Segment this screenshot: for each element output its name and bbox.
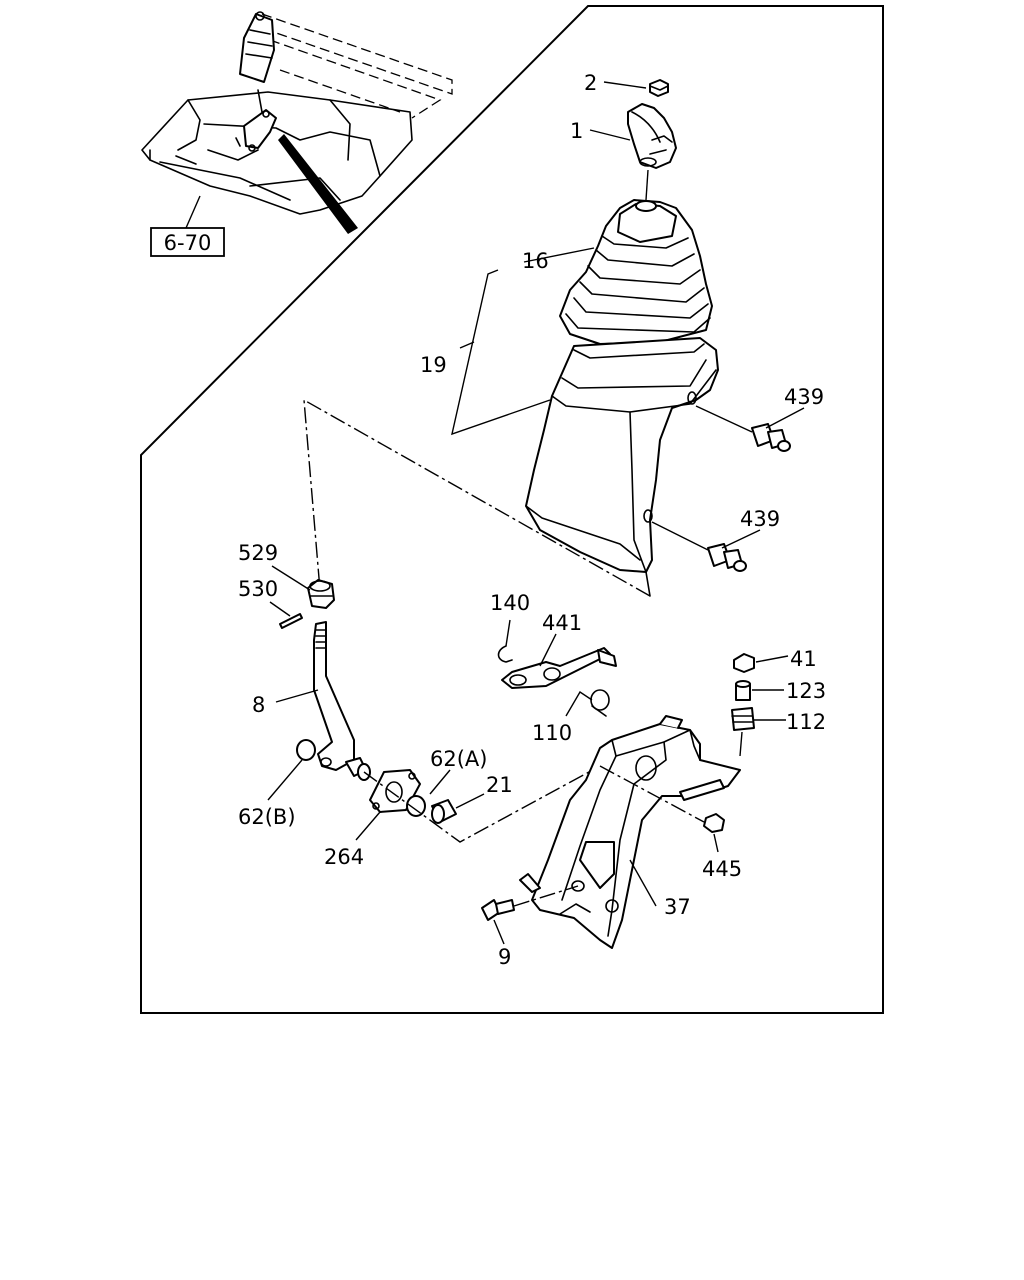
label-part-439-lower: 439 <box>740 507 780 531</box>
centerline <box>303 398 651 597</box>
spring-part-110 <box>590 689 610 717</box>
bracket-part-37 <box>519 715 741 949</box>
rubber-part-112 <box>731 707 755 731</box>
label-part-19: 19 <box>420 353 447 377</box>
shift-boot-part-16 <box>559 199 713 345</box>
label-part-9: 9 <box>498 945 511 969</box>
label-part-445: 445 <box>702 857 742 881</box>
shift-knob-part-1 <box>627 103 677 169</box>
label-part-2: 2 <box>584 71 597 95</box>
pin-part-530 <box>279 613 303 629</box>
label-part-8: 8 <box>252 693 265 717</box>
label-part-41: 41 <box>790 647 817 671</box>
pointer-wedge <box>278 134 358 234</box>
label-part-62b: 62(B) <box>238 805 296 829</box>
label-part-529: 529 <box>238 541 278 565</box>
cab-floor-inset <box>141 11 453 234</box>
clip-part-140 <box>497 645 513 663</box>
bushing-part-529 <box>307 579 335 609</box>
label-part-1: 1 <box>570 119 583 143</box>
label-part-140: 140 <box>490 591 530 615</box>
bolt-part-9 <box>481 899 515 921</box>
reference-box-label: 6-70 <box>164 231 212 255</box>
label-part-110: 110 <box>532 721 572 745</box>
bolt-part-439-upper <box>751 423 791 452</box>
diagram-frame <box>140 5 884 1014</box>
ball-part-62b <box>296 739 316 761</box>
label-part-439-upper: 439 <box>784 385 824 409</box>
shift-lever-part-8 <box>313 621 371 781</box>
label-part-112: 112 <box>786 710 826 734</box>
nut-part-445 <box>703 813 725 833</box>
label-part-37: 37 <box>664 895 691 919</box>
label-part-16: 16 <box>522 249 549 273</box>
bolt-part-439-lower <box>707 543 747 572</box>
link-part-441 <box>501 647 617 689</box>
lever-cover-part-19 <box>525 337 719 597</box>
nut-part-2 <box>649 79 669 97</box>
label-part-264: 264 <box>324 845 364 869</box>
label-part-21: 21 <box>486 773 513 797</box>
label-part-123: 123 <box>786 679 826 703</box>
label-part-62a: 62(A) <box>430 747 487 771</box>
ball-part-62a <box>406 795 426 817</box>
reference-box <box>150 227 225 257</box>
label-part-530: 530 <box>238 577 278 601</box>
cylinder-part-21 <box>431 799 457 824</box>
nut-part-41 <box>733 653 755 673</box>
sleeve-part-123 <box>735 680 751 701</box>
label-part-441: 441 <box>542 611 582 635</box>
